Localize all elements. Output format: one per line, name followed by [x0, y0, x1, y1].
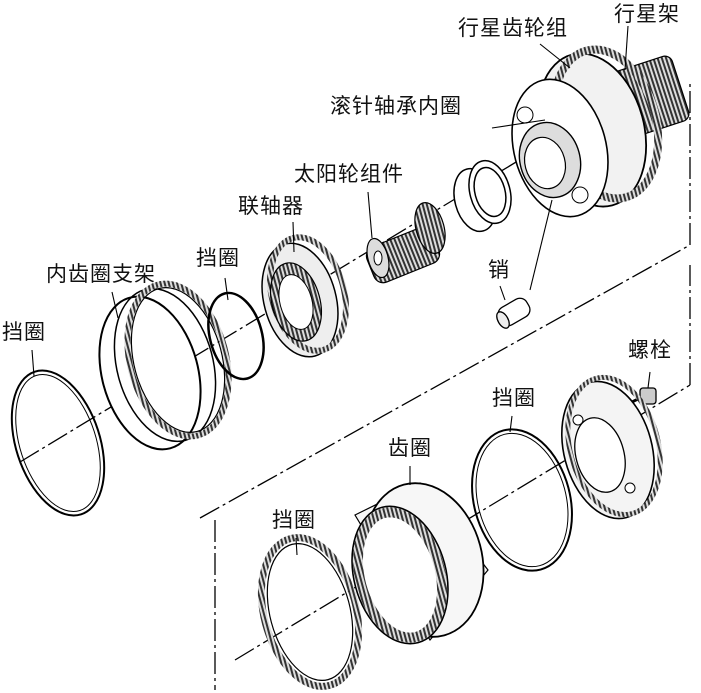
- leader-needle-bearing: [491, 119, 546, 129]
- pin-part: [496, 297, 531, 329]
- ring-gear-support-part: [98, 280, 232, 451]
- retaining-ring-upper-part: [207, 291, 265, 381]
- retaining-ring-bottom-part: [257, 534, 363, 690]
- needle-bearing-inner-race-part: [453, 159, 512, 233]
- label-needle-bearing-inner-race: 滚针轴承内圈: [330, 94, 462, 118]
- planet-carrier-part: [511, 45, 690, 218]
- label-ring-gear: 齿圈: [388, 436, 432, 460]
- retaining-ring-left-part: [10, 369, 106, 517]
- label-retaining-ring-right: 挡圈: [492, 386, 536, 410]
- label-retaining-ring-left: 挡圈: [2, 320, 46, 344]
- label-retaining-ring-bottom: 挡圈: [272, 508, 316, 532]
- label-retaining-ring-upper: 挡圈: [196, 246, 240, 270]
- leader-pin: [499, 285, 506, 301]
- leader-ring-gear-support: [111, 291, 119, 319]
- leader-retaining-ring-bottom: [295, 537, 298, 556]
- label-pin: 销: [488, 258, 510, 282]
- ring-gear-part: [351, 482, 489, 645]
- leader-planet-gear-set: [539, 43, 571, 69]
- label-bolt: 螺栓: [628, 338, 672, 362]
- label-sun-gear-assembly: 太阳轮组件: [294, 162, 404, 186]
- coupling-part: [261, 234, 349, 358]
- frame-top-line: [199, 244, 691, 519]
- end-plate-part: [560, 374, 663, 520]
- leader-planet-carrier: [624, 25, 629, 71]
- leader-retaining-ring-left: [31, 349, 35, 377]
- label-coupling: 联轴器: [238, 194, 304, 218]
- leader-retaining-ring-upper: [224, 277, 229, 301]
- label-ring-gear-support: 内齿圈支架: [46, 262, 156, 286]
- label-planet-carrier: 行星架: [614, 2, 680, 26]
- leader-pin-to-carrier: [529, 199, 553, 291]
- sun-gear-assembly-part: [365, 202, 446, 284]
- label-planet-gear-set: 行星齿轮组: [458, 16, 568, 40]
- leader-lines: [31, 25, 651, 556]
- leader-sun-gear: [367, 191, 373, 239]
- leader-coupling: [292, 221, 295, 253]
- leader-retaining-ring-right: [509, 415, 513, 433]
- retaining-ring-right-part: [471, 428, 573, 572]
- leader-bolt: [647, 371, 651, 389]
